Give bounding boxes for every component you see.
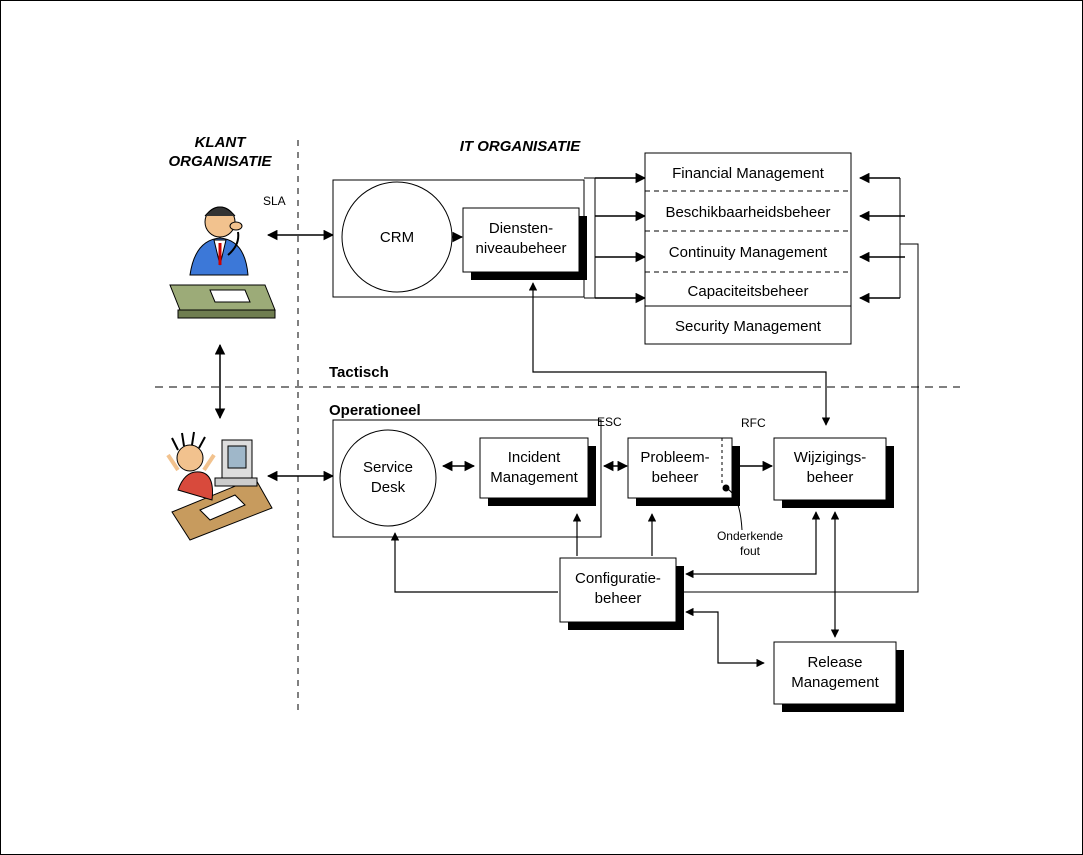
wijzigings-label-2: beheer (807, 469, 854, 486)
sla-label: SLA (263, 194, 286, 208)
rfc-label: RFC (741, 416, 766, 430)
customer-person-icon (169, 206, 276, 319)
service-desk-label-1: Service (363, 459, 413, 476)
configuratie-label-2: beheer (595, 590, 642, 607)
tactisch-label: Tactisch (329, 364, 389, 381)
continuity-management-label: Continuity Management (669, 244, 828, 261)
configuratiebeheer-box (559, 557, 677, 623)
beschikbaarheidsbeheer-label: Beschikbaarheidsbeheer (665, 204, 830, 221)
release-management-box (773, 641, 897, 705)
probleem-label-2: beheer (652, 469, 699, 486)
it-header: IT ORGANISATIE (460, 138, 582, 155)
incident-label-1: Incident (508, 449, 561, 466)
incident-label-2: Management (490, 469, 578, 486)
service-desk-circle (339, 429, 437, 527)
dienstenniveau-label-2: niveaubeheer (476, 240, 567, 257)
probleembeheer-box (627, 437, 733, 499)
tactical-processes-box (644, 152, 852, 307)
operationeel-label: Operationeel (329, 402, 421, 419)
user-at-computer-icon (166, 431, 273, 541)
release-label-2: Management (791, 674, 879, 691)
esc-label: ESC (597, 415, 622, 429)
release-label-1: Release (807, 654, 862, 671)
dienstenniveaubeheer-box (462, 207, 580, 273)
customer-header-line2: ORGANISATIE (168, 153, 272, 170)
wijzigingsbeheer-box (773, 437, 887, 501)
crm-label: CRM (380, 229, 414, 246)
incident-management-box (479, 437, 589, 499)
financial-management-label: Financial Management (672, 165, 825, 182)
customer-header-line1: KLANT (195, 134, 248, 151)
service-desk-label-2: Desk (371, 479, 406, 496)
probleem-label-1: Probleem- (640, 449, 709, 466)
dienstenniveau-label-1: Diensten- (489, 220, 553, 237)
configuratie-label-1: Configuratie- (575, 570, 661, 587)
wijzigings-label-1: Wijzigings- (794, 449, 867, 466)
